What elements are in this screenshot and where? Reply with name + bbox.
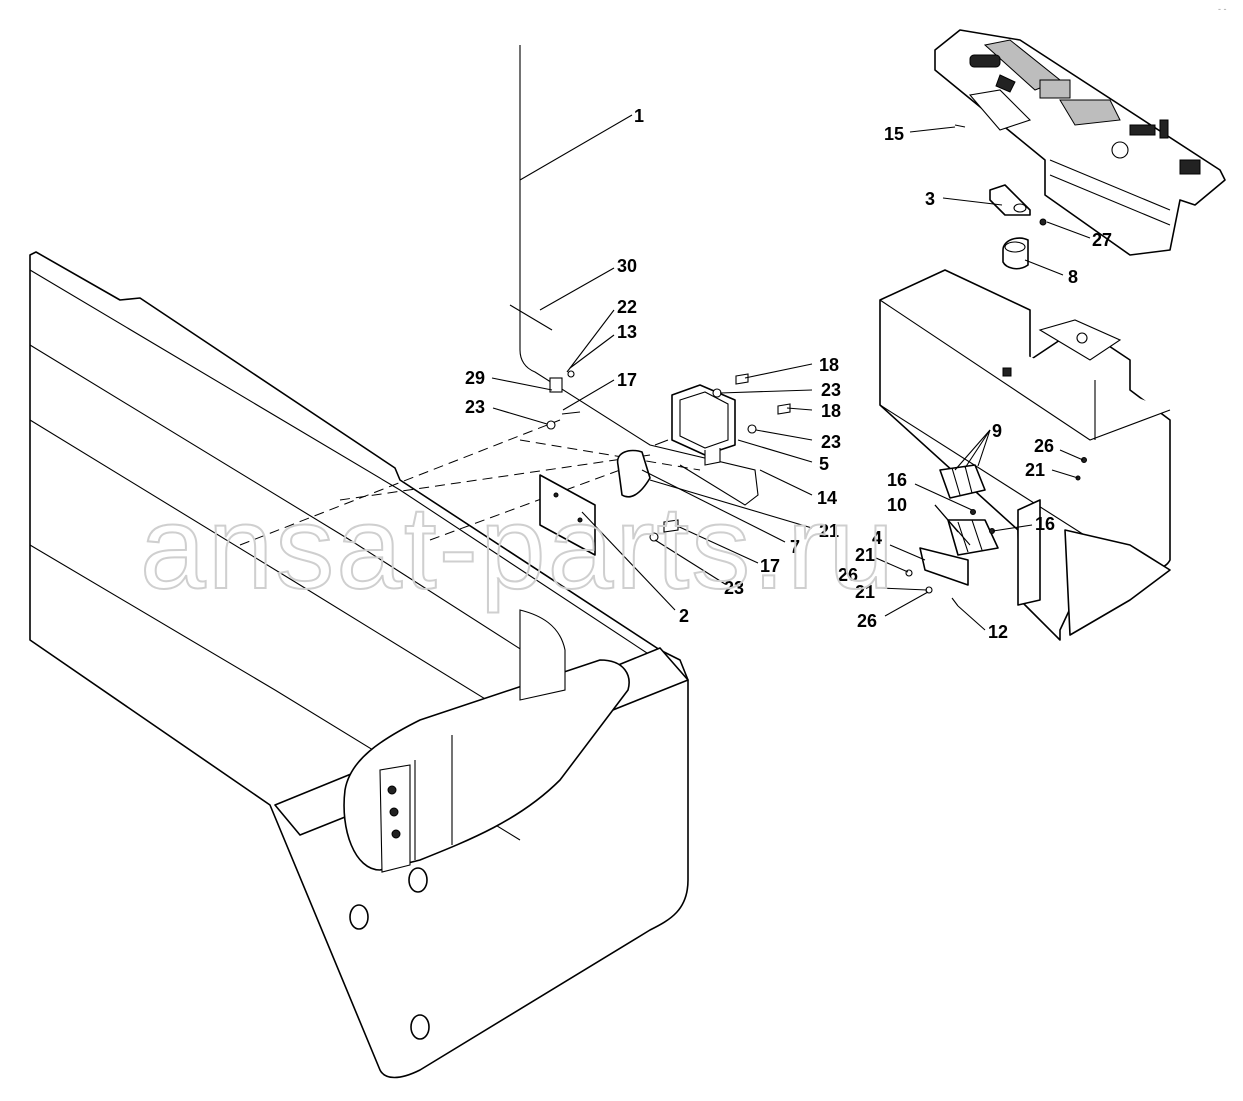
harness-cable [519, 45, 759, 506]
callout-16: 16 [887, 470, 907, 490]
bracket-cover-5 [671, 384, 736, 466]
housing-box [879, 269, 1171, 641]
nut-27 [1039, 218, 1047, 226]
callout-27: 27 [1092, 230, 1112, 250]
callout-8: 8 [1068, 267, 1078, 287]
callout-10: 10 [887, 495, 907, 515]
connector-10 [947, 519, 999, 556]
callout-21: 21 [855, 545, 875, 565]
callout-16: 16 [1035, 514, 1055, 534]
screw-15 [954, 124, 966, 128]
small-hardware [509, 304, 791, 542]
callout-26: 26 [857, 611, 877, 631]
callout-4: 4 [872, 528, 882, 548]
callout-12: 12 [988, 622, 1008, 642]
plate-2 [539, 474, 596, 556]
callout-23: 23 [465, 397, 485, 417]
callout-5: 5 [819, 454, 829, 474]
callout-15: 15 [884, 124, 904, 144]
callout-21: 21 [819, 521, 839, 541]
callout-23: 23 [821, 432, 841, 452]
callout-23: 23 [821, 380, 841, 400]
callout-labels: 1 30 22 13 29 17 23 18 23 18 23 5 14 21 … [465, 106, 1112, 642]
assembly-dash-lines [239, 419, 701, 546]
callout-13: 13 [617, 322, 637, 342]
frame-beam [29, 251, 689, 1079]
callout-7: 7 [790, 537, 800, 557]
callout-26: 26 [1034, 436, 1054, 456]
callout-2: 2 [679, 606, 689, 626]
callout-18: 18 [819, 355, 839, 375]
callout-14: 14 [817, 488, 837, 508]
callout-26: 26 [838, 565, 858, 585]
callout-9: 9 [992, 421, 1002, 441]
cover-7 [616, 449, 651, 498]
small-right-hardware [905, 457, 1087, 607]
control-panel [934, 29, 1226, 256]
plate-4 [919, 547, 969, 586]
callout-17: 17 [617, 370, 637, 390]
corner-mark: - - [1218, 4, 1227, 14]
callout-21: 21 [855, 582, 875, 602]
callout-21: 21 [1025, 460, 1045, 480]
callout-29: 29 [465, 368, 485, 388]
callout-3: 3 [925, 189, 935, 209]
callout-23: 23 [724, 578, 744, 598]
callout-30: 30 [617, 256, 637, 276]
callout-17: 17 [760, 556, 780, 576]
callout-22: 22 [617, 297, 637, 317]
switch-8 [1002, 237, 1029, 270]
relays-9 [939, 464, 986, 499]
callout-18: 18 [821, 401, 841, 421]
callout-1: 1 [634, 106, 644, 126]
leader-lines [491, 114, 1091, 631]
watermark: ansat-parts.ru [140, 482, 896, 614]
bracket-3 [989, 184, 1031, 216]
